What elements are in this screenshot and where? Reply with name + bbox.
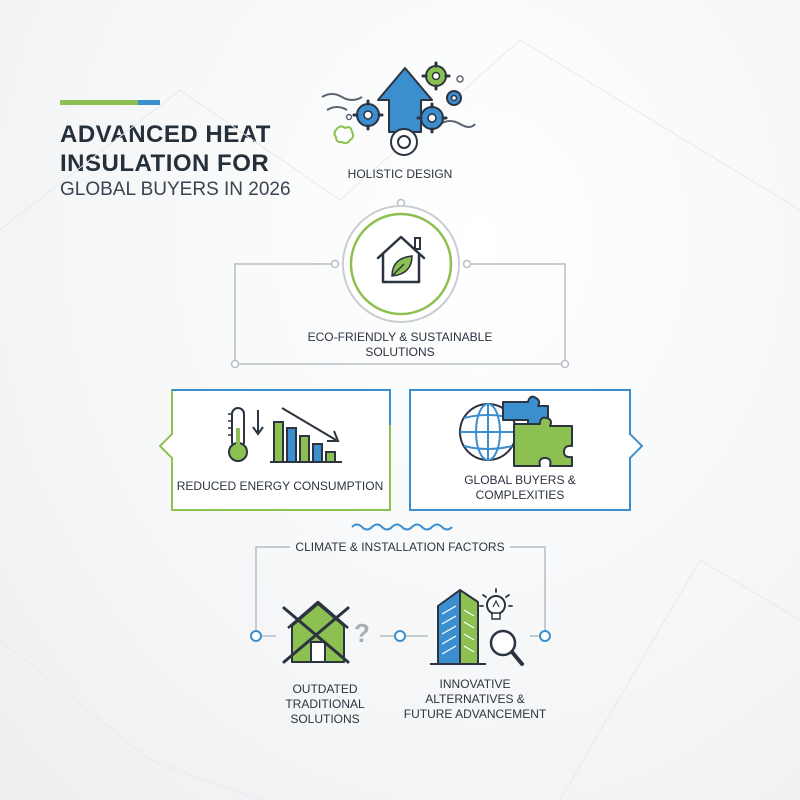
gears-arrow-icon — [321, 61, 476, 156]
innov-label-line1: INNOVATIVE — [439, 677, 511, 691]
globe-puzzle-icon — [459, 395, 573, 467]
innov-label-line3: FUTURE ADVANCEMENT — [403, 707, 547, 721]
global-label-line2: COMPLEXITIES — [475, 488, 565, 502]
connector-dots — [230, 198, 570, 369]
house-leaf-icon — [376, 235, 426, 284]
outdated-label-line3: SOLUTIONS — [290, 712, 360, 726]
crossed-house-icon: ? — [282, 600, 370, 664]
innov-label-line2: ALTERNATIVES & — [425, 692, 525, 706]
node-label-global-buyers: GLOBAL BUYERS & COMPLEXITIES — [410, 473, 630, 503]
outdated-label-line1: OUTDATED — [292, 682, 358, 696]
node-label-reduced-energy: REDUCED ENERGY CONSUMPTION — [176, 479, 384, 493]
node-label-eco-friendly: ECO-FRIENDLY & SUSTAINABLE SOLUTIONS — [270, 330, 530, 360]
page-title-line1: ADVANCED HEAT — [60, 121, 271, 148]
building-bulb-magnifier-icon — [430, 588, 524, 666]
svg-text:?: ? — [354, 618, 370, 648]
outdated-label-line2: TRADITIONAL — [285, 697, 365, 711]
eco-label-line2: SOLUTIONS — [365, 345, 435, 359]
global-label-line1: GLOBAL BUYERS & — [464, 473, 576, 487]
node-label-outdated-solutions: OUTDATED TRADITIONAL SOLUTIONS — [255, 682, 395, 727]
bottom-connector-dots — [250, 630, 551, 642]
node-label-climate-factors: CLIMATE & INSTALLATION FACTORS — [295, 540, 505, 554]
title-accent-bar — [60, 100, 160, 105]
background-facets — [0, 39, 800, 800]
eco-label-line1: ECO-FRIENDLY & SUSTAINABLE — [307, 330, 493, 344]
page-title-line2: INSULATION FOR — [60, 150, 270, 177]
page-subtitle: GLOBAL BUYERS IN 2026 — [60, 179, 291, 200]
node-label-innovative-alternatives: INNOVATIVE ALTERNATIVES & FUTURE ADVANCE… — [395, 677, 555, 722]
thermometer-chart-icon — [228, 407, 342, 463]
wavy-divider — [351, 523, 453, 531]
node-label-holistic-design: HOLISTIC DESIGN — [347, 167, 453, 181]
